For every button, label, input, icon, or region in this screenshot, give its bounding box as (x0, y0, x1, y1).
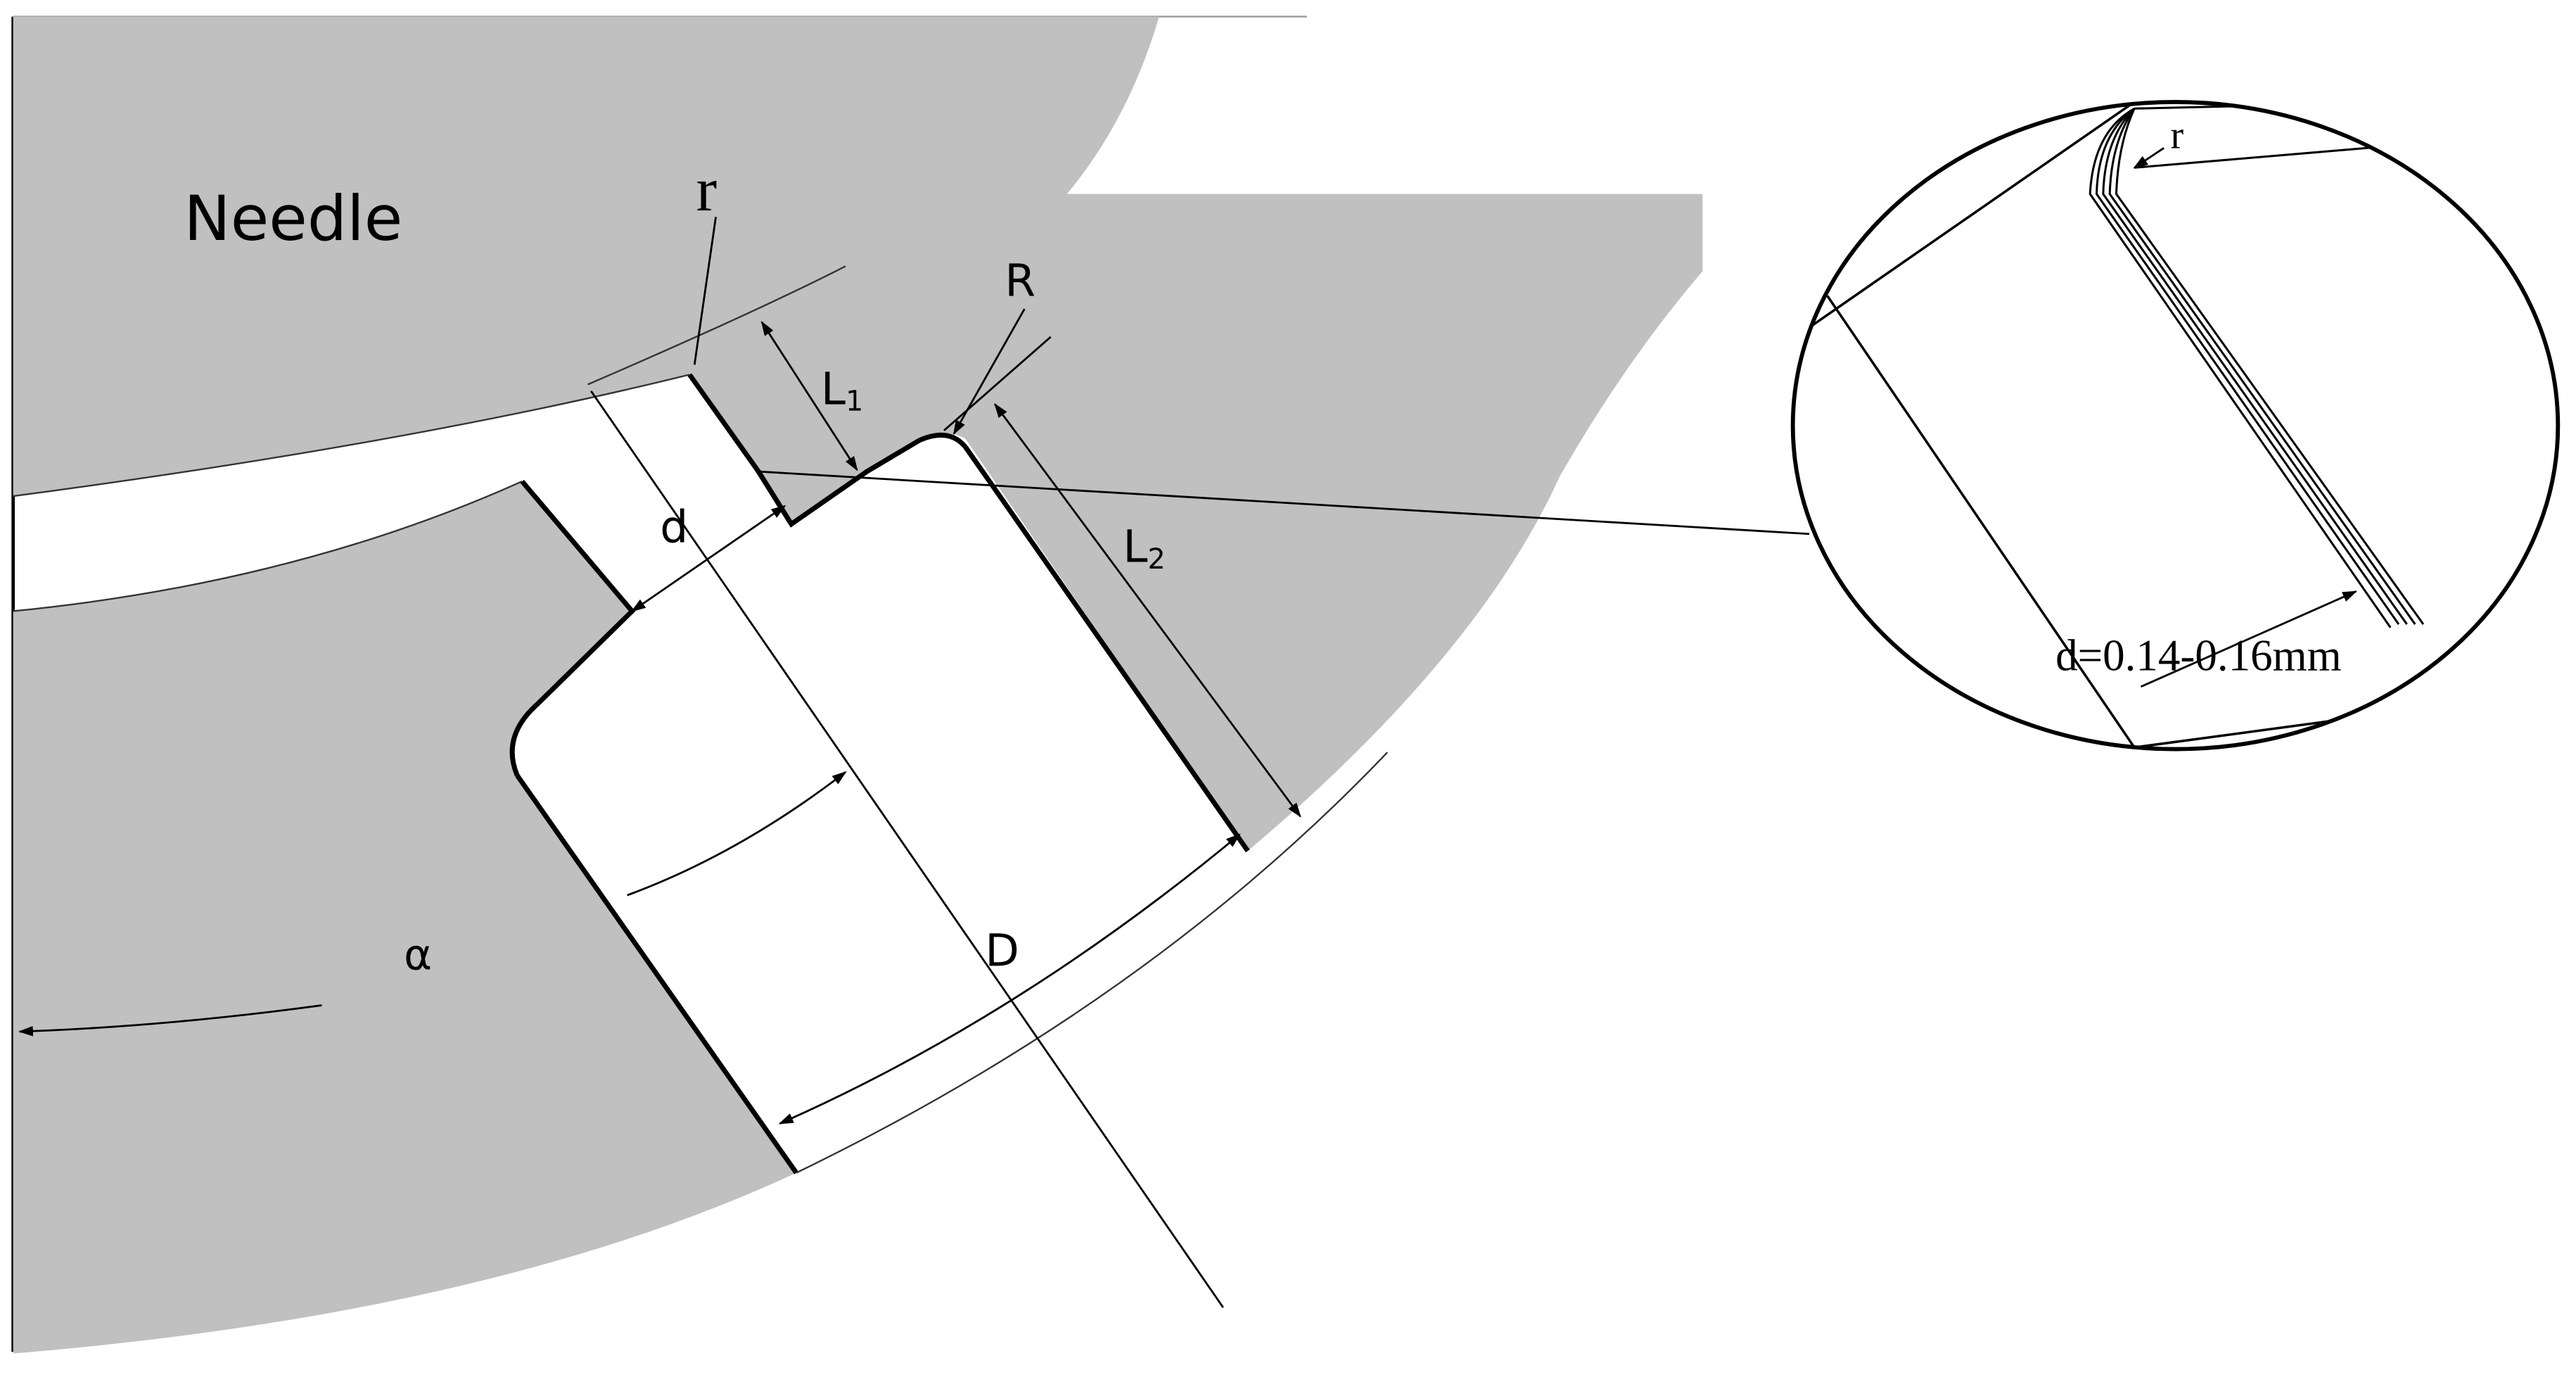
zoom-inner-edge (1826, 295, 2136, 749)
zoom-detail (1792, 101, 2558, 749)
label-L2: L2 (1123, 521, 1165, 575)
upper-arc (13, 374, 690, 498)
zoom-r-leader (2133, 147, 2164, 169)
zoom-d-dimension (2140, 590, 2358, 688)
alpha-arc-outer (18, 1004, 322, 1037)
alpha-arc-inner (627, 771, 847, 896)
label-d: d (660, 501, 688, 552)
L1-dimension (760, 320, 858, 471)
zoom-label-r: r (2171, 113, 2184, 157)
zoom-d-line (2134, 688, 2558, 749)
lower-slot-corner (509, 701, 540, 777)
label-needle: Needle (184, 182, 402, 255)
L2-sub: 2 (1148, 543, 1166, 576)
label-alpha: α (404, 930, 432, 980)
label-L1: L1 (821, 363, 863, 417)
zoom-profile-2 (2095, 108, 2400, 626)
lower-jaw-body (13, 481, 796, 1354)
outer-arc (587, 265, 846, 386)
zoom-leader (758, 470, 1810, 536)
zoom-profile-5 (2115, 108, 2425, 626)
zoom-ellipse (1790, 100, 2561, 752)
label-r: r (696, 156, 718, 224)
r-leader (693, 217, 717, 365)
upper-slot-outline (687, 373, 921, 528)
needle-body (13, 16, 1159, 497)
lower-arc (13, 481, 523, 612)
label-D: D (985, 925, 1019, 977)
slot-corner-R (918, 432, 968, 449)
R-leader (952, 308, 1026, 436)
zoom-profile-1 (2089, 107, 2392, 628)
zoom-label-d-value: d=0.14-0.16mm (2055, 631, 2342, 680)
R-extension (943, 336, 1052, 431)
d-dimension (630, 505, 786, 612)
zoom-outer-edge (1792, 101, 2136, 445)
slot-left-wall (515, 773, 798, 1174)
L1-sub: 1 (846, 386, 863, 418)
L2-base: L (1123, 521, 1147, 572)
label-R: R (1005, 255, 1035, 306)
L1-base: L (821, 363, 846, 414)
zoom-profile-4 (2108, 108, 2416, 626)
L2-dimension (994, 403, 1301, 818)
zoom-profile-3 (2102, 108, 2408, 626)
D-dimension (778, 833, 1241, 1124)
